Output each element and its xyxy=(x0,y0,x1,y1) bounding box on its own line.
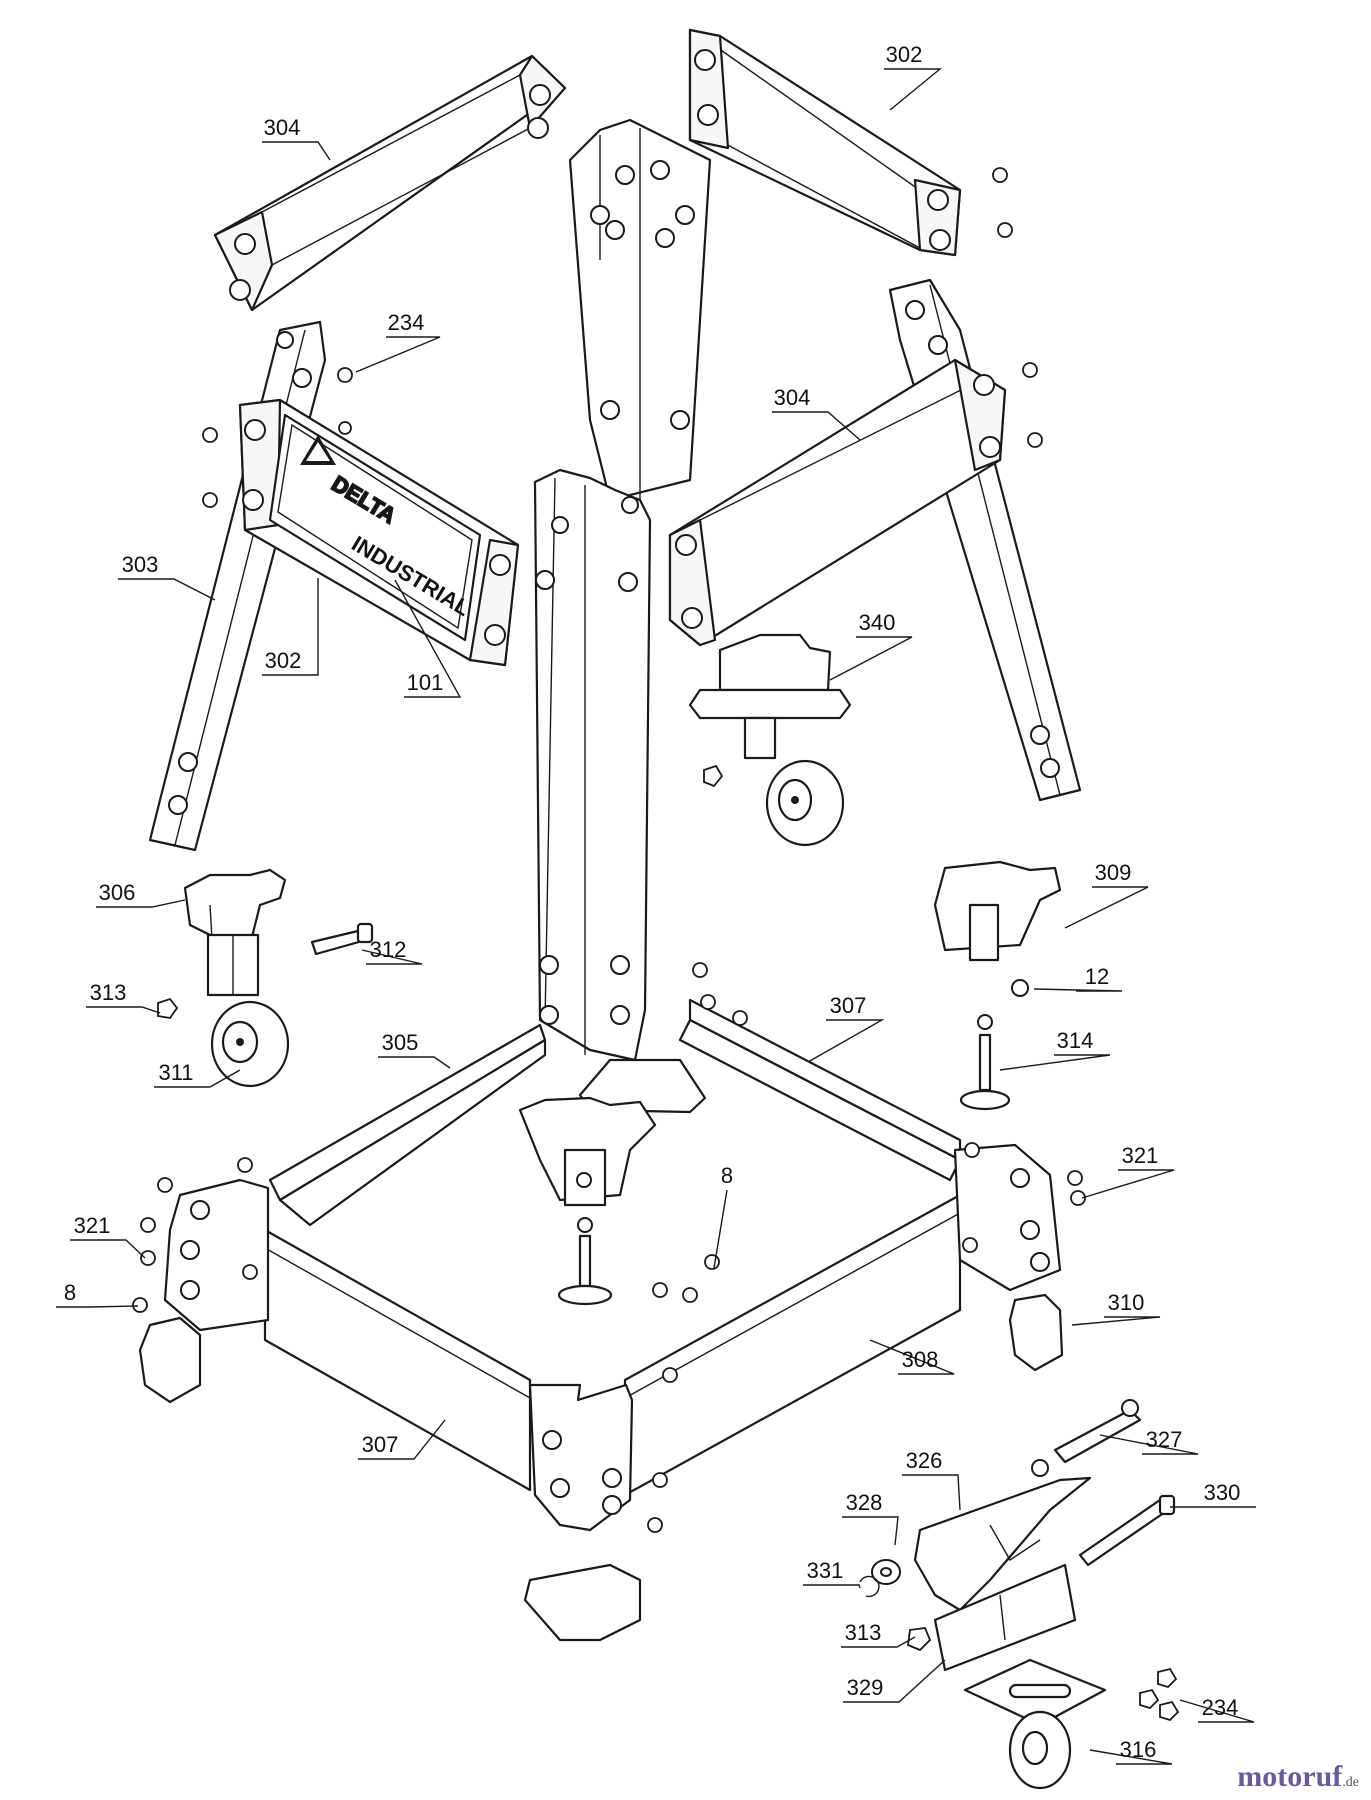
part-number-label: 8 xyxy=(721,1163,733,1188)
leader-line xyxy=(1033,988,1123,992)
caster-bracket-306 xyxy=(183,868,287,997)
leveler-foot-314 xyxy=(959,1014,1011,1111)
part-number-label: 330 xyxy=(1204,1480,1241,1505)
foot-310-left xyxy=(138,1316,202,1404)
leader-line xyxy=(843,1659,946,1703)
part-number-label: 302 xyxy=(265,648,302,673)
part-number-label: 327 xyxy=(1146,1427,1183,1452)
part-callouts: 304 302 234 304 303 302 101 340 306 312 309 12 313 30… xyxy=(56,42,1256,1765)
nut-313 xyxy=(157,997,179,1019)
leader-line xyxy=(1081,1169,1175,1199)
part-number-label: 329 xyxy=(847,1675,884,1700)
watermark-brand: motoruf xyxy=(1237,1760,1343,1793)
watermark-tld: .de xyxy=(1342,1775,1359,1790)
leader-line xyxy=(902,1474,961,1511)
washer-328 xyxy=(871,1559,901,1585)
leader-line xyxy=(1071,1316,1161,1326)
part-number-label: 307 xyxy=(830,993,867,1018)
nuts-234-lower xyxy=(1139,1667,1180,1722)
caster-316 xyxy=(963,1658,1107,1790)
part-number-label: 321 xyxy=(1122,1143,1159,1168)
part-number-label: 326 xyxy=(906,1448,943,1473)
part-number-label: 306 xyxy=(99,880,136,905)
leader-line xyxy=(70,1239,146,1259)
part-number-label: 234 xyxy=(388,310,425,335)
bracket-326 xyxy=(913,1476,1092,1612)
part-number-label: 340 xyxy=(859,610,896,635)
part-number-label: 234 xyxy=(1202,1695,1239,1720)
wheel-311 xyxy=(210,1000,290,1088)
leg-back xyxy=(568,118,712,502)
leader-line xyxy=(841,1636,916,1648)
leader-line xyxy=(842,1516,899,1546)
leader-line xyxy=(713,1189,728,1269)
part-number-label: 313 xyxy=(845,1620,882,1645)
part-number-label: 314 xyxy=(1057,1028,1094,1053)
part-number-label: 303 xyxy=(122,552,159,577)
leader-line xyxy=(56,1305,139,1308)
part-number-label: 309 xyxy=(1095,860,1132,885)
part-number-label: 307 xyxy=(362,1432,399,1457)
leader-line xyxy=(1089,1749,1173,1765)
leader-line xyxy=(355,336,441,373)
part-number-label: 304 xyxy=(264,115,301,140)
leader-line xyxy=(86,1006,161,1014)
leveler-bracket-center xyxy=(518,1096,657,1306)
leader-line xyxy=(378,1056,451,1069)
leader-line xyxy=(358,1419,446,1460)
part-number-label: 310 xyxy=(1108,1290,1145,1315)
leader-line xyxy=(999,1054,1111,1071)
clip-331 xyxy=(859,1575,880,1598)
leader-line xyxy=(154,1069,241,1088)
part-number-label: 12 xyxy=(1085,964,1109,989)
leader-line xyxy=(394,579,462,698)
part-number-label: 8 xyxy=(64,1280,76,1305)
leader-line xyxy=(829,636,913,681)
plate-329 xyxy=(933,1563,1077,1672)
leg-front xyxy=(533,468,652,1062)
leader-line xyxy=(807,1019,885,1063)
leader-line xyxy=(803,1584,861,1589)
leg-303-left xyxy=(148,320,327,852)
leader-line xyxy=(118,578,216,601)
axle-330 xyxy=(1078,1494,1176,1567)
part-number-label: 321 xyxy=(74,1213,111,1238)
leader-line xyxy=(262,578,319,676)
leader-line xyxy=(1179,1699,1255,1723)
part-number-label: 316 xyxy=(1120,1737,1157,1762)
leader-line xyxy=(772,411,861,441)
part-number-label: 101 xyxy=(407,670,444,695)
leader-line xyxy=(262,141,331,161)
leader-line xyxy=(96,899,186,908)
part-number-label: 302 xyxy=(886,42,923,67)
part-number-label: 313 xyxy=(90,980,127,1005)
foot-310-front xyxy=(523,1563,642,1642)
caster-bracket-340 xyxy=(688,633,852,847)
brace-302-upper-right xyxy=(688,28,962,257)
part-number-label: 305 xyxy=(382,1030,419,1055)
part-number-label: 304 xyxy=(774,385,811,410)
part-number-label: 308 xyxy=(902,1347,939,1372)
brace-304-upper-left xyxy=(213,54,567,312)
part-number-label: 311 xyxy=(158,1060,193,1085)
brace-304-right xyxy=(668,358,1007,647)
base-frame xyxy=(163,998,1062,1532)
leveler-bracket-309 xyxy=(933,860,1062,997)
axle-312 xyxy=(310,922,374,956)
part-number-label: 312 xyxy=(370,937,407,962)
leader-line xyxy=(884,68,942,111)
pin-327 xyxy=(1031,1399,1142,1477)
nut-313-lower xyxy=(907,1627,932,1652)
leg-right-back xyxy=(888,278,1082,802)
leader-line xyxy=(1099,1434,1199,1455)
watermark-logo: motoruf.de xyxy=(1237,1760,1359,1794)
part-number-label: 331 xyxy=(807,1558,844,1583)
part-number-label: 328 xyxy=(846,1490,883,1515)
leader-line xyxy=(869,1339,955,1375)
bolts-8-321 xyxy=(132,167,1086,1533)
leader-line xyxy=(1064,886,1149,929)
leader-line xyxy=(361,949,423,965)
foot-310-right xyxy=(1008,1293,1064,1372)
